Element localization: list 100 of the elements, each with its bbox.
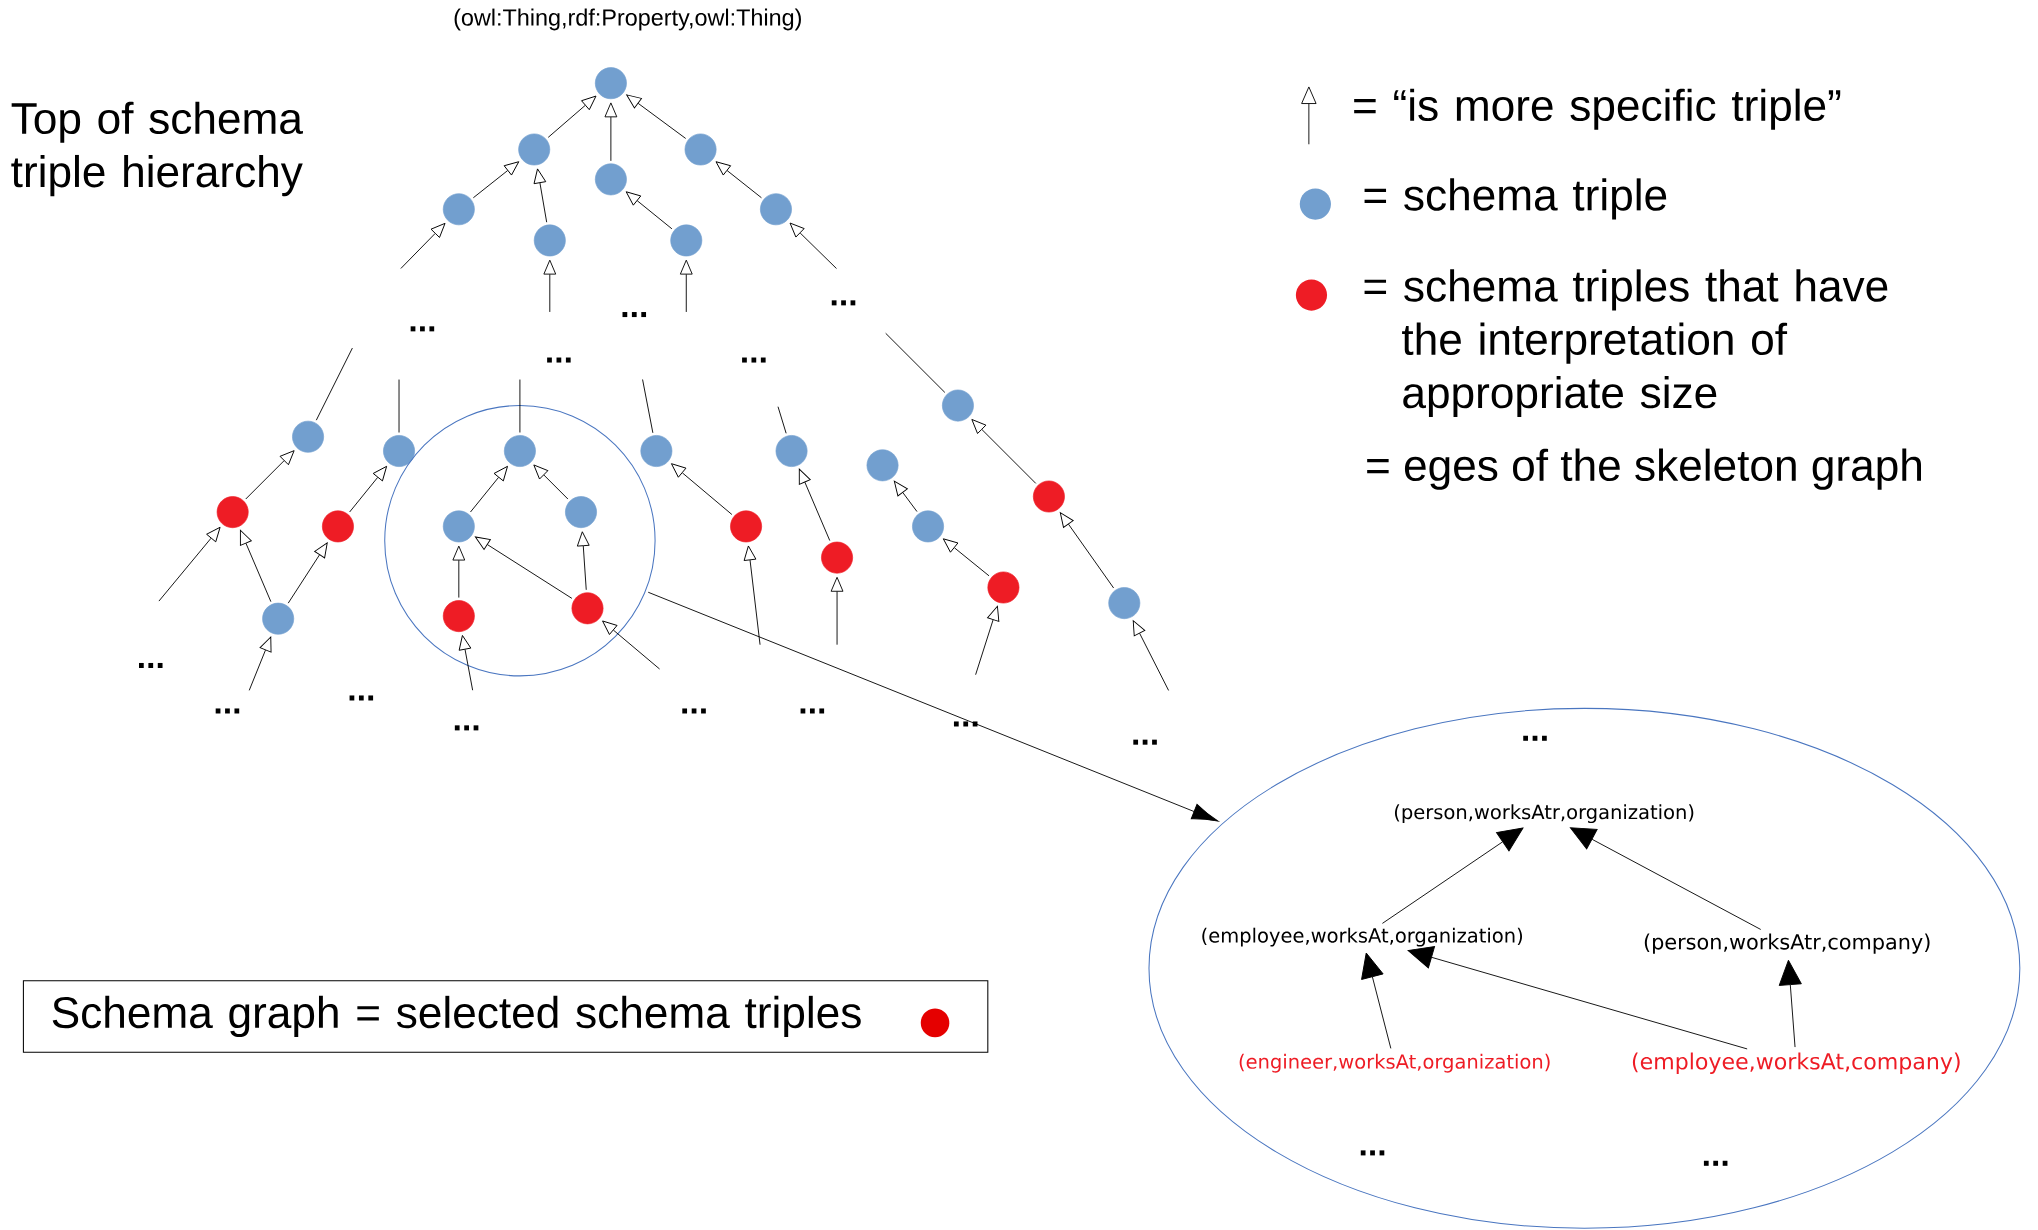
triple-circle [292, 421, 324, 453]
ellipsis: ... [139, 663, 163, 669]
arrow [470, 466, 508, 513]
arrow [547, 95, 597, 139]
arrow [158, 527, 221, 602]
triple-circle [912, 510, 944, 543]
arrow [533, 464, 569, 500]
triple-circle [942, 389, 974, 422]
triple-circle [442, 193, 475, 226]
triple-circle [730, 510, 762, 543]
arrow [248, 636, 272, 692]
triple-label: (employee,worksAt,company) [1632, 1052, 1960, 1075]
triple-circle [518, 133, 551, 166]
arrow [971, 419, 1037, 485]
line [642, 379, 654, 434]
arrow [715, 161, 762, 199]
arrow [533, 168, 548, 223]
ellipsis: ... [349, 695, 374, 701]
triple-circle [442, 510, 475, 543]
ellipsis: ... [682, 708, 706, 714]
triple-circle [216, 496, 249, 529]
triple-circle [640, 435, 673, 468]
triple-circle [987, 571, 1020, 604]
arrow [1381, 827, 1524, 925]
ellipsis: ... [953, 721, 978, 727]
arrow [679, 259, 693, 313]
ellipsis: ... [1703, 1161, 1728, 1167]
arrow [475, 536, 573, 600]
triple-label: (employee,worksAt,organization) [1202, 927, 1523, 947]
arrow [671, 463, 733, 516]
line [315, 347, 353, 421]
arrow [287, 542, 328, 604]
arrow [400, 223, 446, 270]
legend-text: = “is more specific triple” [1354, 88, 1841, 131]
group-circle [384, 405, 656, 677]
line [885, 333, 946, 394]
arrow [830, 577, 844, 646]
arrow [1361, 952, 1392, 1050]
ellipsis: ... [742, 357, 766, 363]
caption-box: Schema graph = selected schema triples [22, 980, 989, 1053]
ellipsis: ... [547, 357, 571, 363]
arrow [1407, 946, 1748, 1050]
triple-label: (person,worksAtr,organization) [1394, 804, 1694, 824]
arrow [458, 635, 474, 691]
arrow [452, 545, 466, 599]
arrow [975, 606, 1000, 676]
arrow [245, 450, 295, 500]
arrow [1569, 827, 1762, 931]
legend-text: = eges of the skeleton graph [1367, 448, 1921, 491]
arrow [647, 592, 1219, 822]
arrow [625, 191, 673, 230]
arrow [893, 480, 918, 513]
triple-circle [866, 449, 899, 482]
line [777, 406, 787, 434]
line [519, 379, 521, 434]
arrow [472, 161, 520, 199]
ellipsis: ... [454, 725, 479, 731]
triple-circle [1033, 480, 1065, 513]
ellipsis: ... [1523, 735, 1547, 741]
line [398, 379, 400, 434]
triple-label: (engineer,worksAt,organization) [1239, 1054, 1550, 1073]
triple-circle [594, 163, 627, 196]
arrow [626, 94, 687, 140]
arrow [942, 538, 990, 577]
arrow [1059, 512, 1115, 589]
arrow [576, 531, 590, 591]
arrow [349, 466, 388, 513]
triple-circle [760, 193, 792, 226]
ellipsis: ... [622, 312, 647, 318]
ellipsis: ... [1133, 739, 1157, 745]
triple-circle [1108, 587, 1141, 620]
ellipsis: ... [215, 708, 240, 714]
triple-circle [684, 133, 717, 166]
arrow [543, 259, 557, 313]
triple-circle [571, 592, 604, 625]
triple-circle [565, 496, 597, 529]
triple-circle [775, 435, 808, 468]
arrow [789, 222, 837, 270]
triple-circle [262, 603, 295, 635]
arrow [743, 545, 761, 646]
legend-text: = schema triple [1364, 178, 1667, 220]
arrow [1132, 620, 1170, 692]
triple-circle [821, 541, 853, 574]
triple-circle [442, 600, 475, 633]
triple-label: (owl:Thing,rdf:Property,owl:Thing) [454, 8, 801, 31]
triple-circle [670, 224, 703, 257]
arrow [1778, 960, 1802, 1048]
ellipsis: ... [410, 326, 435, 332]
ellipsis: ... [800, 708, 825, 714]
ellipsis: ... [1360, 1150, 1385, 1156]
arrow [239, 530, 272, 603]
triple-circle [533, 224, 566, 257]
triple-circle [504, 435, 536, 468]
ellipsis: ... [831, 300, 856, 306]
triple-circle [383, 435, 415, 468]
arrow [798, 468, 831, 542]
arrow [602, 620, 661, 670]
heading-text: Top of schema triple hierarchy [11, 101, 303, 197]
legend-text: = schema triples that have the interpretation of appropriate size [1364, 269, 1888, 418]
triple-label: (person,worksAtr,company) [1644, 933, 1930, 954]
